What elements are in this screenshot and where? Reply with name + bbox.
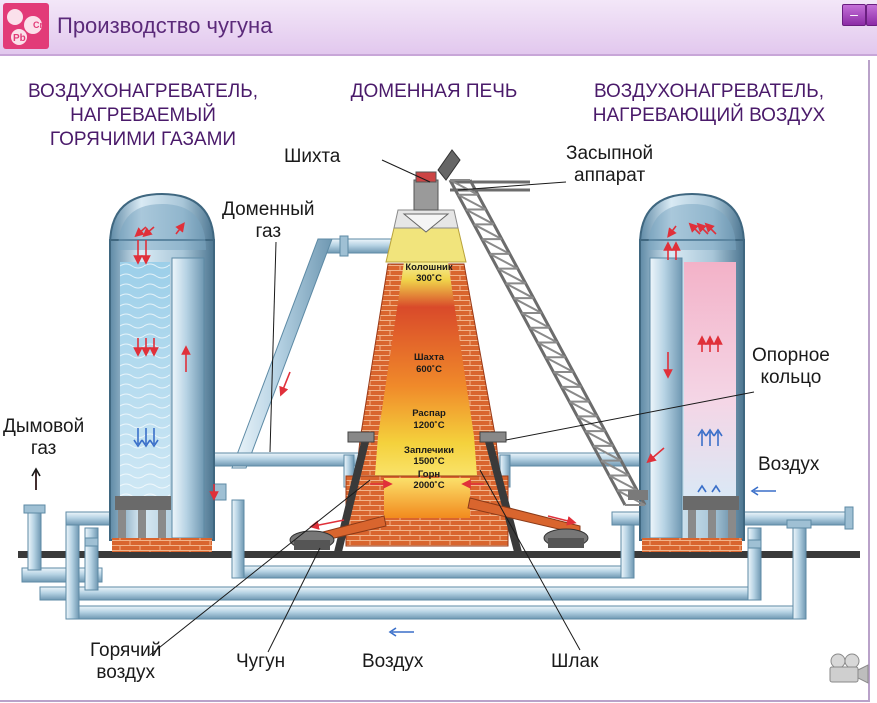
label-line: газ: [255, 221, 282, 242]
ladder-brace: [537, 341, 566, 359]
leader-lines: [149, 159, 755, 656]
ladder-brace: [513, 297, 543, 314]
zone-name: Распар: [412, 408, 446, 419]
label-line: Засыпной: [566, 143, 654, 164]
ladder-brace: [600, 459, 630, 477]
heading-line: ВОЗДУХОНАГРЕВАТЕЛЬ,: [593, 81, 825, 102]
ladder-brace: [449, 179, 479, 196]
label-charge: Шихта: [284, 146, 341, 167]
pipe-network: [21, 235, 854, 620]
label-line: аппарат: [574, 165, 646, 186]
label-air-bottom: Воздух: [362, 651, 424, 672]
zone-temp: 600˚С: [416, 364, 442, 375]
label-line: воздух: [96, 662, 155, 683]
ladder-brace: [592, 445, 622, 462]
label-line: Доменный: [222, 199, 315, 220]
minimize-button[interactable]: –: [842, 4, 866, 26]
label-slag: Шлак: [551, 651, 599, 672]
video-camera-icon[interactable]: [826, 652, 870, 686]
zone-name: Шахта: [414, 352, 445, 363]
ladder-brace: [481, 238, 511, 255]
heading-line: НАГРЕВАЮЩИЙ ВОЗДУХ: [592, 105, 826, 126]
ladder-brace: [465, 208, 495, 226]
heading-line: НАГРЕВАЕМЫЙ: [70, 105, 216, 126]
zone-name: Колошник: [405, 262, 453, 273]
left-air-heater: [108, 192, 219, 552]
ladder-brace: [489, 252, 519, 270]
ladder-brace: [608, 474, 638, 492]
furnace-zones: Колошник 300˚С Шахта 600˚С Распар 1200˚С…: [404, 262, 454, 491]
page-title: Производство чугуна: [57, 13, 273, 38]
zone-temp: 1500˚С: [413, 456, 444, 467]
ladder-brace: [497, 267, 527, 285]
label-charging-apparatus: Засыпной аппарат: [566, 143, 653, 187]
ladder-brace: [529, 326, 558, 344]
label-line: газ: [30, 438, 57, 459]
label-line: Дымовой: [3, 416, 85, 437]
label-flue-gas: Дымовой газ: [3, 416, 84, 460]
zone-temp: 2000˚С: [413, 480, 444, 491]
ladder-brace: [560, 385, 590, 403]
ground-line: [18, 551, 860, 558]
zone-name: Горн: [418, 469, 441, 480]
label-hot-air: Горячий воздух: [90, 640, 161, 684]
content-frame: [0, 60, 870, 702]
right-air-heater: [638, 192, 776, 552]
heading-blast-furnace: ДОМЕННАЯ ПЕЧЬ: [334, 80, 534, 104]
label-line: Опорное: [752, 345, 830, 366]
title-bar: Fe Cr Pb Производство чугуна –: [0, 0, 877, 56]
ladder-brace: [457, 193, 487, 211]
ladder-brace: [552, 371, 582, 388]
ladder-brace: [584, 430, 614, 447]
logo-fe: Fe: [25, 8, 37, 19]
periodic-elements-logo: Fe Cr Pb: [3, 3, 49, 49]
label-blast-furnace-gas: Доменный газ: [222, 199, 315, 243]
heading-right-heater: ВОЗДУХОНАГРЕВАТЕЛЬ, НАГРЕВАЮЩИЙ ВОЗДУХ: [566, 80, 852, 128]
heading-line: ВОЗДУХОНАГРЕВАТЕЛЬ,: [27, 81, 259, 102]
label-line: кольцо: [760, 367, 822, 388]
zone-name: Заплечики: [404, 445, 454, 456]
label-air-right: Воздух: [758, 454, 820, 475]
ladder-brace: [473, 223, 503, 240]
ladder-brace: [568, 400, 598, 418]
logo-pb: Pb: [13, 33, 26, 44]
heading-left-heater: ВОЗДУХОНАГРЕВАТЕЛЬ, НАГРЕВАЕМЫЙ ГОРЯЧИМИ…: [5, 80, 281, 152]
label-support-ring: Опорное кольцо: [752, 345, 830, 389]
logo-cr: Cr: [33, 20, 43, 30]
zone-temp: 1200˚С: [413, 420, 444, 431]
zone-temp: 300˚С: [416, 273, 442, 284]
blast-furnace: [289, 149, 589, 552]
ladder-brace: [521, 312, 551, 329]
window-button-partial[interactable]: [866, 4, 877, 26]
label-pig-iron: Чугун: [236, 651, 286, 672]
ladder-brace: [505, 282, 535, 300]
ladder-brace: [544, 356, 574, 373]
hoist-base: [628, 490, 648, 500]
heading-line: ДОМЕННАЯ ПЕЧЬ: [350, 81, 518, 102]
label-line: Горячий: [90, 640, 162, 661]
heading-line: ГОРЯЧИМИ ГАЗАМИ: [49, 129, 237, 150]
